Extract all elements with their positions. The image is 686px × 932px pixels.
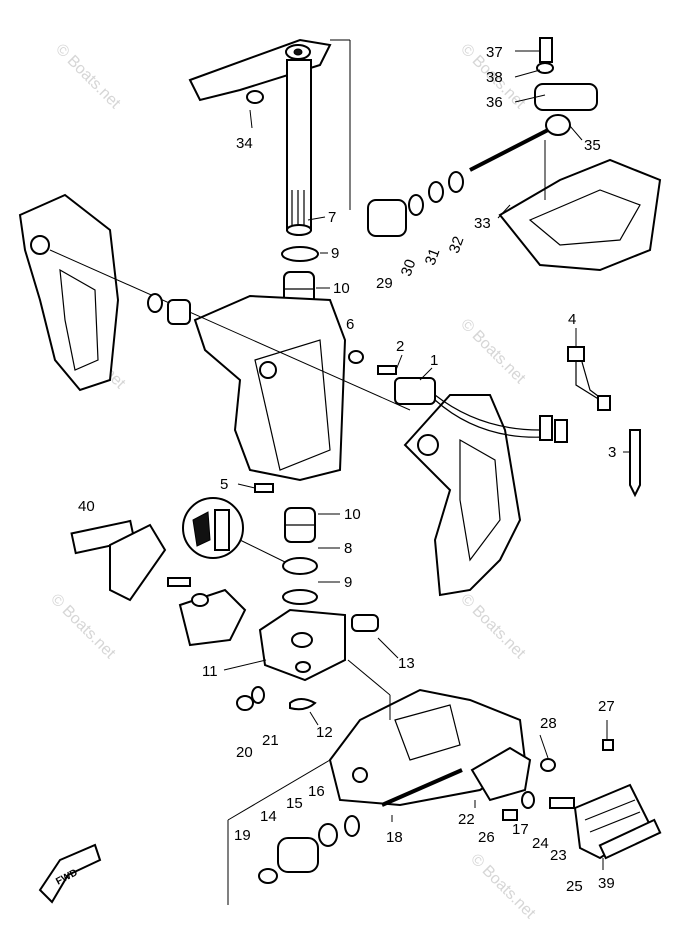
bolt-37 [539, 37, 553, 63]
plate-39 [598, 818, 662, 860]
steering-arm [188, 38, 332, 104]
label-29: 29 [376, 275, 393, 292]
label-9-lower: 9 [344, 574, 352, 591]
bolt-5 [254, 483, 274, 493]
label-26: 26 [478, 829, 495, 846]
clip-12 [289, 698, 317, 711]
clamp-36 [534, 83, 598, 111]
watermark-6: © Boats.net [457, 591, 529, 663]
part-13 [351, 614, 379, 632]
washer-9-lower [282, 589, 318, 605]
washer-31 [428, 181, 444, 203]
inset-detail [182, 497, 286, 563]
clamp-bracket-left [18, 193, 120, 392]
label-28: 28 [540, 715, 557, 732]
plate-40 [70, 519, 136, 555]
label-27: 27 [598, 698, 615, 715]
washer-30 [408, 194, 424, 216]
collar-15 [318, 823, 338, 847]
clamp-bracket-right [403, 394, 522, 597]
trim-sensor-1 [394, 377, 568, 443]
label-20: 20 [236, 744, 253, 761]
label-36: 36 [486, 94, 503, 111]
label-2: 2 [396, 338, 404, 355]
leader-lines [223, 39, 630, 905]
label-10-lower: 10 [344, 506, 361, 523]
watermark-4: © Boats.net [457, 316, 529, 388]
bolt-18 [381, 768, 463, 807]
label-7: 7 [328, 209, 336, 226]
bearing-8 [282, 557, 318, 575]
washer-21 [251, 686, 265, 704]
swivel-bracket [193, 294, 347, 482]
nut-20 [236, 695, 254, 711]
bolt-27 [602, 739, 614, 751]
label-13: 13 [398, 655, 415, 672]
bushing-14 [277, 837, 319, 873]
label-22: 22 [458, 811, 475, 828]
label-10-upper: 10 [333, 280, 350, 297]
watermark-7: © Boats.net [467, 851, 539, 923]
label-4: 4 [568, 311, 576, 328]
bolt-26 [502, 809, 518, 821]
washer-16 [344, 815, 360, 837]
label-24: 24 [532, 835, 549, 852]
label-1: 1 [430, 352, 438, 369]
through-bolt-33 [469, 128, 549, 172]
label-14: 14 [260, 808, 277, 825]
label-15: 15 [286, 795, 303, 812]
label-16: 16 [308, 783, 325, 800]
label-6: 6 [346, 316, 354, 333]
label-40: 40 [78, 498, 95, 515]
washer-32 [448, 171, 464, 193]
part-22 [470, 746, 532, 802]
washer-28 [540, 758, 556, 772]
wire-lead-4 [567, 346, 611, 411]
label-39: 39 [598, 875, 615, 892]
anode-left [109, 523, 167, 602]
bolt-2 [377, 365, 397, 375]
label-5: 5 [220, 476, 228, 493]
label-35: 35 [584, 137, 601, 154]
washer-19 [258, 868, 278, 884]
washer-38 [536, 62, 554, 74]
bushing-29 [367, 199, 407, 237]
label-37: 37 [486, 44, 503, 61]
label-18: 18 [386, 829, 403, 846]
through-axis-line [49, 249, 411, 411]
bolt-24 [549, 797, 575, 809]
steering-shaft [286, 59, 312, 236]
label-33: 33 [474, 215, 491, 232]
nut-6 [348, 350, 364, 364]
label-17: 17 [512, 821, 529, 838]
label-38: 38 [486, 69, 503, 86]
fwd-arrow: FWD [38, 843, 102, 904]
label-3: 3 [608, 444, 616, 461]
washer-9-upper [281, 246, 319, 262]
washer-17 [521, 791, 535, 809]
label-25: 25 [566, 878, 583, 895]
label-32: 32 [446, 234, 468, 255]
label-8: 8 [344, 540, 352, 557]
label-21: 21 [262, 732, 279, 749]
label-12: 12 [316, 724, 333, 741]
label-11: 11 [202, 663, 218, 680]
label-30: 30 [398, 257, 420, 278]
top-cowling-part [498, 158, 662, 272]
label-9-upper: 9 [331, 245, 339, 262]
label-23: 23 [550, 847, 567, 864]
label-19: 19 [234, 827, 251, 844]
watermark-5: © Boats.net [47, 591, 119, 663]
label-31: 31 [422, 246, 444, 267]
part-labels: 37 38 36 35 34 7 9 10 33 32 31 30 29 6 2… [78, 44, 616, 895]
bushing-35 [545, 114, 571, 136]
label-34: 34 [236, 135, 253, 152]
cable-tie-3 [629, 429, 641, 498]
watermark-1: © Boats.net [52, 41, 124, 113]
